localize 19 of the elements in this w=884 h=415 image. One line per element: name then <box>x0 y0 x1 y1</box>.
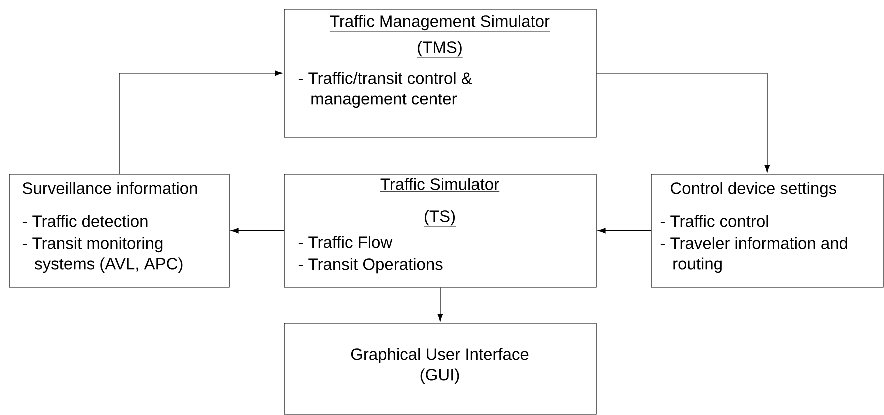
box-label: Graphical User Interface (GUI) <box>351 348 529 384</box>
box-heading: Surveillance information <box>22 182 198 194</box>
bullet-item: - Traffic detection <box>22 215 148 228</box>
bullet-item: - Traveler information and routing <box>660 237 848 274</box>
box-heading: (TS) <box>424 210 456 228</box>
arrow <box>438 287 444 322</box>
bullet-item: - Transit monitoring systems (AVL, APC) <box>22 237 183 274</box>
arrow <box>231 228 284 234</box>
arrow <box>596 73 770 173</box>
bullet-item: - Traffic control <box>660 215 768 228</box>
bullet-item: - Traffic/transit control & management center <box>298 72 472 108</box>
box-heading: Control device settings <box>671 182 836 198</box>
bullet-item: - Traffic Flow <box>298 236 393 248</box>
box-heading: Traffic Simulator <box>380 178 500 192</box>
arrow <box>119 70 283 174</box>
box-heading: Traffic Management Simulator <box>330 15 550 32</box>
box-heading: (TMS) <box>416 41 464 58</box>
bullet-item: - Transit Operations <box>298 258 443 274</box>
arrow <box>598 228 652 234</box>
